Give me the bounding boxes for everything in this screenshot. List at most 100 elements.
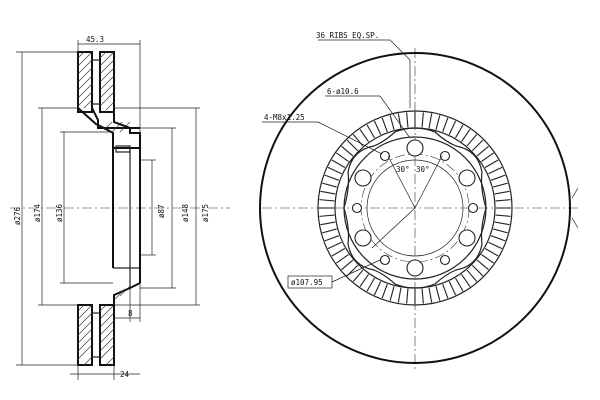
ribs-leader: [389, 39, 411, 61]
rib-line: [488, 241, 503, 250]
bolt-hole: [354, 169, 372, 187]
side-view: 45.3 ø276 ø174 ø136 ø87 ø148 ø175 8 24: [10, 35, 230, 380]
rib-line: [493, 182, 508, 188]
bolt-hole: [406, 259, 424, 277]
rib-line: [336, 254, 349, 264]
rib-line: [320, 221, 336, 226]
rib-line: [448, 281, 457, 296]
front-view: 36 RIBS EQ.SP. 6-ø10.6 4-M8x1.25 30° 30°…: [259, 31, 580, 372]
threaded-hole: [379, 254, 391, 266]
rib-line: [481, 152, 494, 162]
dim-outer-diameter: ø276: [13, 206, 22, 225]
rib-line: [442, 283, 449, 299]
threads-leader: [317, 121, 383, 155]
rib-line: [389, 115, 395, 130]
rib-line: [493, 228, 508, 234]
rib-line: [495, 199, 511, 202]
cut-mark-top: [571, 187, 579, 199]
center-bore: [366, 159, 464, 257]
rib-line: [448, 120, 457, 135]
rib-line: [488, 166, 503, 175]
rib-line: [322, 182, 337, 188]
rib-line: [352, 269, 364, 282]
rib-line: [327, 241, 342, 250]
rib-line: [397, 287, 402, 303]
rib-line: [319, 214, 335, 217]
rib-line: [490, 235, 506, 242]
rib-line: [336, 152, 349, 162]
rib-line: [490, 174, 506, 181]
rib-line: [397, 113, 402, 129]
angle-label-right: 30°: [416, 165, 430, 174]
rib-line: [331, 159, 346, 168]
pcd-callout: ø107.95: [291, 278, 323, 287]
rib-line: [381, 283, 388, 299]
rib-line: [366, 277, 375, 292]
pcd-leader: [331, 259, 381, 283]
rib-line: [341, 145, 354, 157]
rib-line: [455, 124, 464, 139]
dim-thickness-small: 8: [128, 309, 133, 318]
bolt-hole: [354, 229, 372, 247]
rib-line: [466, 134, 478, 147]
threaded-hole: [379, 150, 391, 162]
disc-profile-top: [77, 51, 141, 149]
dim-diameter-148: ø148: [181, 203, 190, 222]
dim-diameter-136: ø136: [55, 203, 64, 222]
rib-line: [346, 139, 359, 152]
bolt-hole: [458, 169, 476, 187]
rib-line: [324, 235, 340, 242]
outer-rim: [259, 52, 571, 364]
rib-line: [389, 286, 395, 301]
rib-line: [466, 269, 478, 282]
rib-line: [471, 264, 484, 277]
rib-line: [381, 117, 388, 133]
rib-line: [322, 228, 337, 234]
rib-line: [366, 124, 375, 139]
side-dimension-lines: [16, 40, 200, 380]
dim-diameter-175: ø175: [201, 204, 210, 222]
threaded-hole: [351, 202, 363, 214]
bolt-hole: [458, 229, 476, 247]
rib-line: [494, 190, 510, 195]
dim-diameter-87: ø87: [157, 204, 166, 218]
threaded-hole: [467, 202, 479, 214]
rib-line: [471, 139, 484, 152]
ribs-callout: 36 RIBS EQ.SP.: [316, 31, 379, 40]
rib-line: [421, 112, 424, 128]
rib-line: [428, 287, 433, 303]
dim-thickness: 24: [120, 370, 130, 379]
rib-line: [461, 129, 471, 142]
rib-line: [331, 248, 346, 257]
rib-line: [373, 281, 382, 296]
rib-line: [320, 190, 336, 195]
dim-diameter-174: ø174: [33, 203, 42, 222]
rib-line: [481, 254, 494, 264]
cooling-ribs: [319, 112, 511, 304]
dim-width-top: 45.3: [86, 35, 104, 44]
threaded-hole: [439, 150, 451, 162]
rib-line: [461, 274, 471, 287]
disc-profile-bottom: [77, 268, 141, 366]
rib-line: [484, 159, 499, 168]
angle-leader-lower: [371, 207, 416, 249]
rib-line: [327, 166, 342, 175]
vent-ring-outer: [317, 110, 513, 306]
rib-line: [484, 248, 499, 257]
rib-line: [435, 115, 441, 130]
threads-callout: 4-M8x1.25: [264, 113, 305, 122]
rib-line: [442, 117, 449, 133]
bolt-holes: [351, 139, 479, 277]
rib-line: [406, 288, 409, 304]
hub-outline: [343, 127, 487, 289]
rib-line: [421, 288, 424, 304]
rib-line: [495, 214, 511, 217]
hub-section: [112, 133, 141, 283]
threaded-hole: [439, 254, 451, 266]
rib-line: [406, 112, 409, 128]
bolt-hole: [406, 139, 424, 157]
rib-line: [494, 221, 510, 226]
rib-line: [359, 129, 369, 142]
rib-line: [359, 274, 369, 287]
